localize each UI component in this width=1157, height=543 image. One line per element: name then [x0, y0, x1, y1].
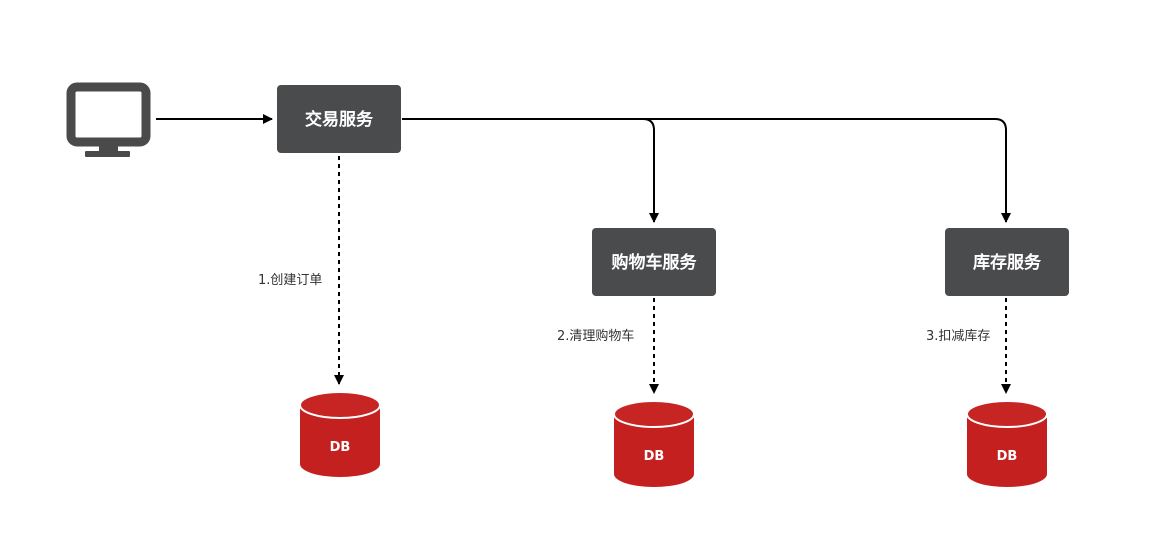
edge-label-deduct-inventory: 3.扣减库存 [926, 328, 990, 344]
trade-service-node: 交易服务 [277, 85, 401, 153]
database-icon: DB [613, 400, 695, 487]
cart-service-node: 购物车服务 [592, 228, 716, 296]
edge-label-clear-cart: 2.清理购物车 [557, 328, 634, 344]
edge-trade-to-inventory [643, 118, 1011, 223]
inventory-service-label: 库存服务 [973, 252, 1042, 273]
database-icon: DB [299, 391, 381, 477]
db-cart-label: DB [644, 449, 665, 464]
db-inventory-label: DB [997, 449, 1018, 464]
cart-service-label: 购物车服务 [612, 252, 698, 273]
db-trade-label: DB [330, 440, 351, 455]
monitor-icon [66, 82, 151, 157]
edge-trade-to-cart [402, 118, 659, 223]
edge-label-create-order: 1.创建订单 [258, 273, 322, 288]
database-icon: DB [966, 400, 1048, 487]
trade-service-label: 交易服务 [305, 109, 374, 130]
inventory-service-node: 库存服务 [945, 228, 1069, 296]
